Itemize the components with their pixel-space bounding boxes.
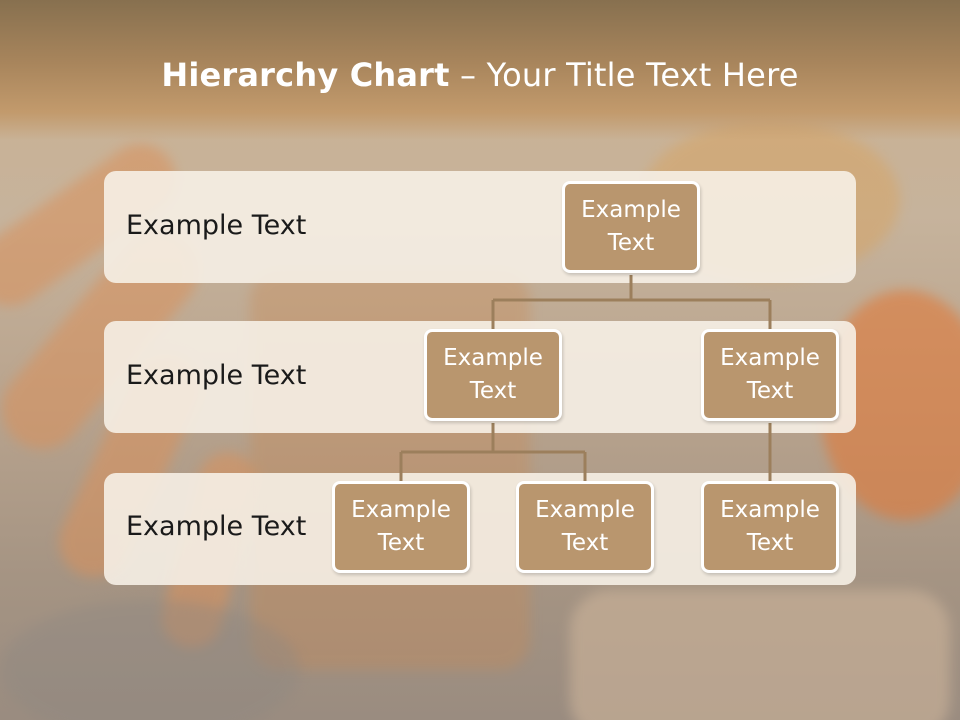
node-level3-b[interactable]: Example Text bbox=[516, 481, 654, 573]
node-root-label: Example Text bbox=[581, 197, 681, 256]
header-band bbox=[0, 0, 960, 140]
node-level2-right-label: Example Text bbox=[720, 345, 820, 404]
node-level3-c-label: Example Text bbox=[720, 497, 820, 556]
title-rest: – Your Title Text Here bbox=[449, 56, 799, 94]
row-band-1 bbox=[104, 171, 856, 283]
row-label-1: Example Text bbox=[126, 210, 307, 241]
node-level2-left[interactable]: Example Text bbox=[424, 329, 562, 421]
node-level2-right[interactable]: Example Text bbox=[701, 329, 839, 421]
node-root[interactable]: Example Text bbox=[562, 181, 700, 273]
slide-title: Hierarchy Chart – Your Title Text Here bbox=[0, 56, 960, 94]
title-bold: Hierarchy Chart bbox=[161, 56, 450, 94]
node-level3-b-label: Example Text bbox=[535, 497, 635, 556]
node-level3-a-label: Example Text bbox=[351, 497, 451, 556]
row-label-3: Example Text bbox=[126, 511, 307, 542]
row-label-2: Example Text bbox=[126, 360, 307, 391]
node-level3-a[interactable]: Example Text bbox=[332, 481, 470, 573]
node-level3-c[interactable]: Example Text bbox=[701, 481, 839, 573]
node-level2-left-label: Example Text bbox=[443, 345, 543, 404]
